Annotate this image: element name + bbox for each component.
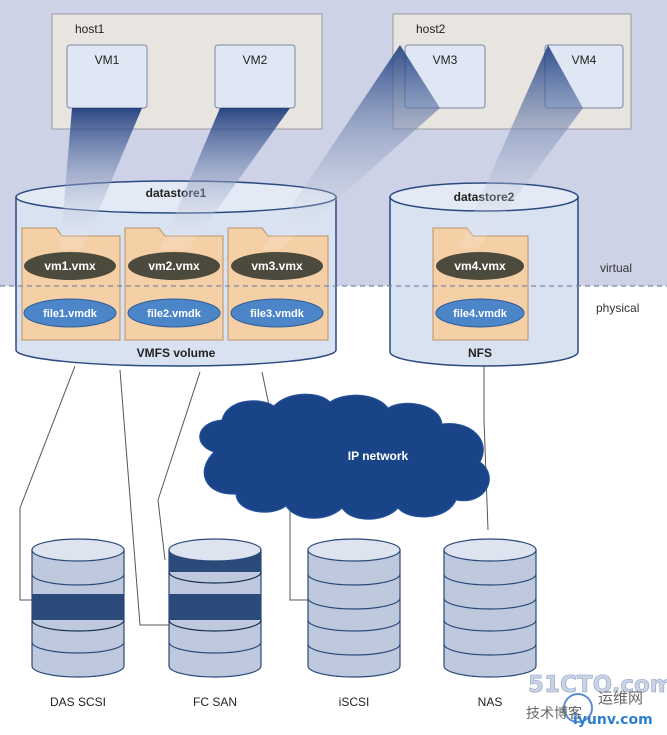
vmx-pill-3: vm3.vmx <box>231 252 323 280</box>
watermark-logo: 51CTO.com 技术博客 运维网 iyunv.com <box>526 672 667 728</box>
vmdk-pill-2: file2.vmdk <box>127 298 221 328</box>
storage-fcsan-disk <box>168 538 262 678</box>
iscsi-label: iSCSI <box>339 695 370 709</box>
fc-san-label: FC SAN <box>193 695 237 709</box>
vm2-label: VM2 <box>243 53 268 67</box>
watermark-logo-text: 51CTO.com <box>528 672 667 698</box>
storage-das-disk <box>31 538 125 678</box>
nas-connection <box>483 365 489 531</box>
nfs-label: NFS <box>468 346 492 360</box>
vmdk-label-2: file2.vmdk <box>147 308 202 320</box>
vmx-label-1: vm1.vmx <box>44 259 96 273</box>
vmx-pill-1: vm1.vmx <box>24 252 116 280</box>
physical-plane-label: physical <box>596 301 639 315</box>
vmx-label-4: vm4.vmx <box>454 259 506 273</box>
vm2-beam <box>160 108 290 250</box>
das-scsi-label: DAS SCSI <box>50 695 106 709</box>
ip-network-cloud: IP network <box>199 393 490 520</box>
host2-label: host2 <box>416 22 446 36</box>
vmx-label-3: vm3.vmx <box>251 259 303 273</box>
vmfs-volume-label: VMFS volume <box>137 346 216 360</box>
vm1-beam <box>60 108 142 250</box>
vm3-beam <box>262 45 440 250</box>
vm4-beam <box>458 45 583 248</box>
storage-nas-disk <box>443 538 537 678</box>
vmdk-label-4: file4.vmdk <box>453 308 508 320</box>
storage-iscsi-disk <box>307 538 401 678</box>
fcsan-connection-1 <box>119 369 170 626</box>
ip-network-label: IP network <box>348 449 409 463</box>
vm1-label: VM1 <box>95 53 120 67</box>
fcsan-connection-2 <box>157 371 201 561</box>
vmdk-pill-1: file1.vmdk <box>23 298 117 328</box>
das-connection <box>19 365 76 601</box>
vmdk-pill-3: file3.vmdk <box>230 298 324 328</box>
watermark-url: iyunv.com <box>573 712 653 728</box>
vmx-label-2: vm2.vmx <box>148 259 200 273</box>
host1-label: host1 <box>75 22 105 36</box>
vm3-label: VM3 <box>433 53 458 67</box>
watermark-cn-right: 运维网 <box>598 689 643 707</box>
vmdk-label-3: file3.vmdk <box>250 308 305 320</box>
vm4-label: VM4 <box>572 53 597 67</box>
vmx-pill-4: vm4.vmx <box>436 252 524 280</box>
vmx-pill-2: vm2.vmx <box>128 252 220 280</box>
vmdk-pill-4: file4.vmdk <box>435 298 525 328</box>
virtual-plane-label: virtual <box>600 261 632 275</box>
vmdk-label-1: file1.vmdk <box>43 308 98 320</box>
watermark-cn-left: 技术博客 <box>526 705 582 722</box>
nas-label: NAS <box>478 695 503 709</box>
